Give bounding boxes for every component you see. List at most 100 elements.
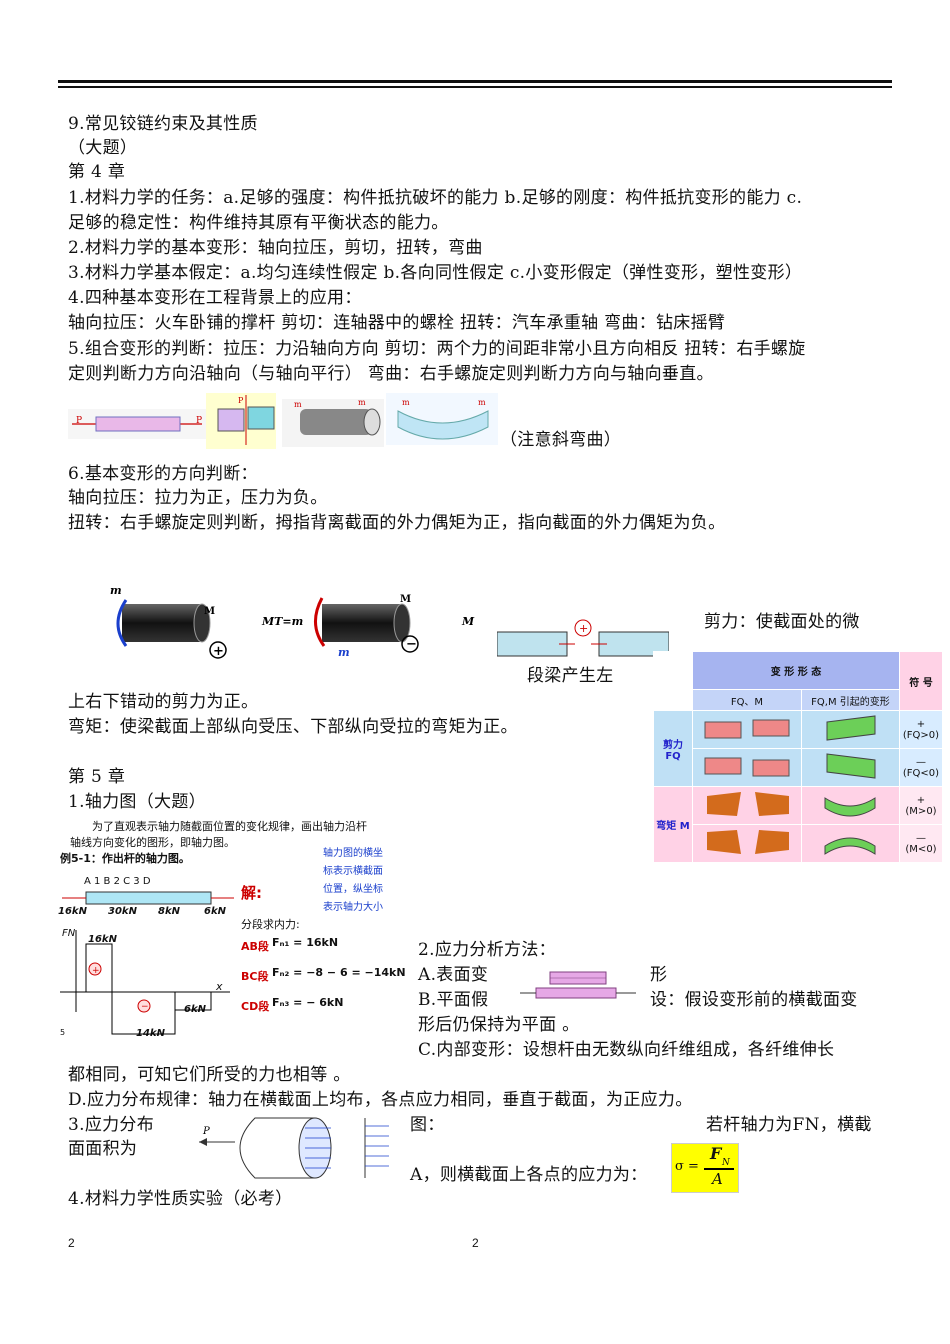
svg-text:MT=m: MT=m [261, 615, 303, 628]
text-line: 1.材料力学的任务：a.足够的强度：构件抵抗破坏的能力 b.足够的刚度：构件抵抗… [68, 188, 803, 208]
sign-cell: + (M>0) [899, 786, 943, 825]
stress-formula: σ = F N A [671, 1143, 739, 1193]
text-line: 扭转：右手螺旋定则判断，拇指背离截面的外力偶矩为正，指向截面的外力偶矩为负。 [68, 513, 726, 533]
formula-bar [704, 1168, 734, 1170]
svg-text:+: + [579, 622, 588, 635]
fig-fn2: Fₙ₂ = −8 − 6 = −14kN [272, 966, 406, 979]
fig-16b: 16kN [88, 934, 117, 945]
text-line: （注意斜弯曲） [500, 430, 622, 450]
text-line: 2.应力分析方法： [418, 940, 556, 960]
formula-sigma: σ = [675, 1159, 699, 1174]
table-subheader: FQ,M 引起的变形 [800, 689, 901, 711]
fig-intro: 轴线方向变化的图形，即轴力图。 [70, 836, 235, 849]
fig-6: 6kN [204, 906, 226, 917]
sign-cell: — (FQ<0) [899, 748, 943, 787]
sign-convention-table: 变 形 形 态 符 号 FQ、M FQ,M 引起的变形 剪力 FQ + (FQ>… [653, 651, 943, 863]
text-line: B.平面假 [418, 990, 489, 1010]
row-label: 剪力 FQ [653, 710, 693, 787]
chapter-heading: 第 5 章 [68, 767, 126, 787]
svg-text:+: + [92, 966, 100, 976]
text-line: 上右下错动的剪力为正。 [68, 692, 259, 712]
sign-cell: + (FQ>0) [899, 710, 943, 749]
fig-note: 轴力图的横坐 [323, 848, 383, 859]
header-rule-top [58, 80, 892, 83]
axial-force-diagram: 为了直观表示轴力随截面位置的变化规律，画出轴力沿杆 轴线方向变化的图形，即轴力图… [58, 816, 408, 1046]
text-line: D.应力分布规律：轴力在横截面上均布，各点应力相同，垂直于截面，为正应力。 [68, 1090, 693, 1110]
svg-text:+: + [213, 644, 224, 659]
fig-8: 8kN [158, 906, 180, 917]
fig-cd: CD段 [241, 1000, 270, 1013]
fig-intro: 为了直观表示轴力随截面位置的变化规律，画出轴力沿杆 [92, 820, 367, 833]
text-line: 1.轴力图（大题） [68, 792, 206, 812]
svg-text:−: − [141, 1002, 149, 1012]
text-line: A，则横截面上各点的应力为： [410, 1165, 648, 1185]
page-number-left: 2 [68, 1236, 75, 1250]
stress-distribution-image: P [199, 1117, 389, 1179]
fig-five: 5 [60, 1028, 66, 1037]
svg-text:P: P [196, 416, 202, 426]
text-line: （大题） [68, 138, 138, 158]
fig-30: 30kN [108, 906, 137, 917]
table-subheader: FQ、M [692, 689, 802, 711]
text-line: A.表面变 [418, 965, 489, 985]
text-line: 轴向拉压：拉力为正，压力为负。 [68, 488, 328, 508]
text-line: 3.材料力学基本假定：a.均匀连续性假定 b.各向同性假定 c.小变形假定（弹性… [68, 263, 803, 283]
text-line: 若杆轴力为FN，横截 [706, 1115, 872, 1135]
svg-text:P: P [202, 1126, 210, 1137]
svg-text:M: M [400, 594, 411, 605]
text-line: 剪力：使截面处的微 [704, 612, 860, 632]
fig-note: 表示轴力大小 [323, 902, 383, 913]
table-header: 符 号 [899, 651, 943, 711]
text-line: 3.应力分布 [68, 1115, 155, 1135]
svg-text:M: M [204, 606, 215, 617]
fig-fn1: Fₙ₁ = 16kN [272, 936, 339, 949]
fig-fn3: Fₙ₃ = − 6kN [272, 996, 344, 1009]
svg-text:m: m [478, 398, 486, 407]
fig-example: 例5-1：作出杆的轴力图。 [60, 852, 190, 865]
text-line: 5.组合变形的判断：拉压：力沿轴向方向 剪切：两个力的间距非常小且方向相反 扭转… [68, 339, 806, 359]
text-line: 形 [650, 965, 668, 985]
row-label: 弯矩 M [653, 786, 693, 863]
text-line: 9.常见铰链约束及其性质 [68, 114, 258, 134]
text-line: 定则判断力方向沿轴向（与轴向平行） 弯曲：右手螺旋定则判断力方向与轴向垂直。 [68, 364, 714, 384]
svg-text:P: P [76, 416, 82, 426]
text-line: 4.材料力学性质实验（必考） [68, 1189, 293, 1209]
text-line: 4.四种基本变形在工程背景上的应用： [68, 288, 362, 308]
text-line: 足够的稳定性：构件维持其原有平衡状态的能力。 [68, 213, 449, 233]
fig-solve: 解: [241, 884, 262, 902]
fig-note: 位置，纵坐标 [323, 884, 383, 895]
svg-text:m: m [402, 398, 410, 407]
fig-x: x [216, 980, 223, 993]
svg-text:m: m [358, 398, 366, 407]
page-number-right: 2 [472, 1236, 479, 1250]
svg-text:m: m [110, 584, 122, 597]
text-line: 2.材料力学的基本变形：轴向拉压，剪切，扭转，弯曲 [68, 238, 483, 258]
deformation-images: P P P m m m m [68, 393, 498, 449]
svg-text:M: M [461, 615, 475, 628]
text-line: 轴向拉压：火车卧铺的撑杆 剪切：连轴器中的螺栓 扭转：汽车承重轴 弯曲：钻床摇臂 [68, 313, 726, 333]
fig-points: A 1 B 2 C 3 D [84, 876, 151, 887]
formula-numerator: F [710, 1144, 722, 1163]
text-line: C.内部变形：设想杆由无数纵向纤维组成，各纤维伸长 [418, 1040, 835, 1060]
fig-16: 16kN [58, 906, 87, 917]
formula-denominator: A [712, 1170, 723, 1188]
chapter-heading: 第 4 章 [68, 162, 126, 182]
formula-subscript: N [722, 1158, 730, 1168]
text-line: 设：假设变形前的横截面变 [650, 990, 858, 1010]
svg-text:m: m [294, 400, 302, 409]
svg-text:−: − [406, 637, 417, 652]
svg-text:P: P [238, 396, 244, 405]
text-line: 都相同，可知它们所受的力也相等 。 [68, 1065, 351, 1085]
fig-bc: BC段 [241, 970, 269, 983]
fig-seg: 分段求内力: [241, 918, 300, 931]
table-header: 变 形 形 态 [692, 651, 900, 690]
header-rule-bottom [58, 86, 892, 88]
text-line: 面面积为 [68, 1139, 138, 1159]
shear-sign-figure: + [497, 619, 669, 657]
surface-deformation-image [520, 971, 636, 999]
text-line: 弯矩：使梁截面上部纵向受压、下部纵向受拉的弯矩为正。 [68, 717, 518, 737]
svg-text:m: m [338, 646, 350, 659]
fig-fn: FN [62, 928, 76, 939]
torsion-sign-figure: m M + MT=m m M − M [110, 584, 475, 659]
text-line: 段梁产生左 [527, 666, 614, 686]
